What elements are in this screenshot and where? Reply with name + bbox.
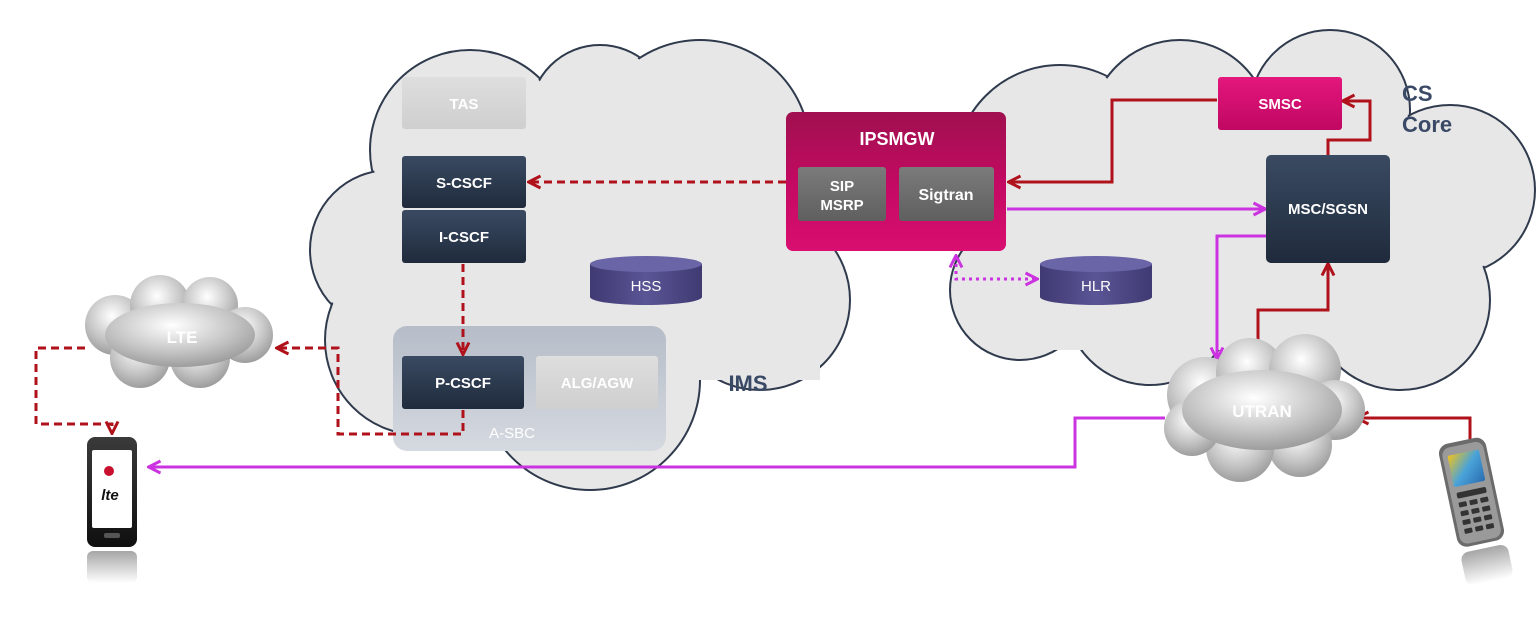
feature-phone-icon xyxy=(1438,437,1513,586)
p-cscf-node[interactable]: P-CSCF xyxy=(402,356,524,409)
utran-label: UTRAN xyxy=(1232,402,1292,421)
alg-agw-node[interactable]: ALG/AGW xyxy=(536,356,658,409)
smsc-label: SMSC xyxy=(1258,96,1302,113)
arrow-utran-to-msc xyxy=(1256,265,1328,355)
purple-arrows xyxy=(150,209,1266,467)
hss-label: HSS xyxy=(631,278,662,295)
lte-phone-logo: lte xyxy=(101,487,119,504)
msrp-label: MSRP xyxy=(820,197,863,214)
p-cscf-label: P-CSCF xyxy=(435,375,491,392)
alg-agw-label: ALG/AGW xyxy=(561,375,634,392)
hlr-database[interactable]: HLR xyxy=(1040,256,1152,305)
msc-sgsn-node[interactable]: MSC/SGSN xyxy=(1266,155,1390,263)
tas-label: TAS xyxy=(450,96,479,113)
sigtran-label: Sigtran xyxy=(918,187,973,204)
lte-label: LTE xyxy=(167,328,198,347)
hlr-label: HLR xyxy=(1081,278,1111,295)
hss-database[interactable]: HSS xyxy=(590,256,702,305)
arrow-utran-to-lte-phone xyxy=(150,416,1165,467)
ipsmgw-title: IPSMGW xyxy=(860,129,935,149)
arrow-ipsmgw-hlr xyxy=(956,257,1036,279)
utran-cloud: UTRAN xyxy=(1164,334,1365,482)
sip-label: SIP xyxy=(830,178,854,195)
arrow-phone-to-utran xyxy=(1358,418,1472,440)
ims-label: IMS xyxy=(728,371,767,396)
msc-sgsn-label: MSC/SGSN xyxy=(1288,201,1368,218)
ipsmgw-node[interactable]: IPSMGW SIP MSRP Sigtran xyxy=(786,112,1006,251)
sigtran-node[interactable]: Sigtran xyxy=(899,167,994,221)
arrow-msc-to-utran xyxy=(1217,234,1266,358)
cs-core-label-line1: CS xyxy=(1402,81,1433,106)
arrow-pcscf-to-lte xyxy=(278,348,465,436)
i-cscf-label: I-CSCF xyxy=(439,229,489,246)
i-cscf-node[interactable]: I-CSCF xyxy=(402,210,526,263)
cs-core-label-line2: Core xyxy=(1402,112,1452,137)
smsc-node[interactable]: SMSC xyxy=(1218,77,1342,130)
lte-phone-icon: lte xyxy=(87,437,137,583)
s-cscf-node[interactable]: S-CSCF xyxy=(402,156,526,208)
lte-cloud: LTE xyxy=(85,275,273,388)
red-solid-arrows xyxy=(1010,98,1472,440)
arrow-msc-to-smsc xyxy=(1326,101,1372,155)
red-dashed-arrows xyxy=(34,182,786,436)
s-cscf-label: S-CSCF xyxy=(436,175,492,192)
sip-msrp-node[interactable]: SIP MSRP xyxy=(798,167,886,221)
arrow-smsc-to-sigtran xyxy=(1010,98,1217,182)
arrow-lte-to-phone xyxy=(34,346,112,432)
a-sbc-label: A-SBC xyxy=(489,425,535,442)
tas-node[interactable]: TAS xyxy=(402,77,526,129)
